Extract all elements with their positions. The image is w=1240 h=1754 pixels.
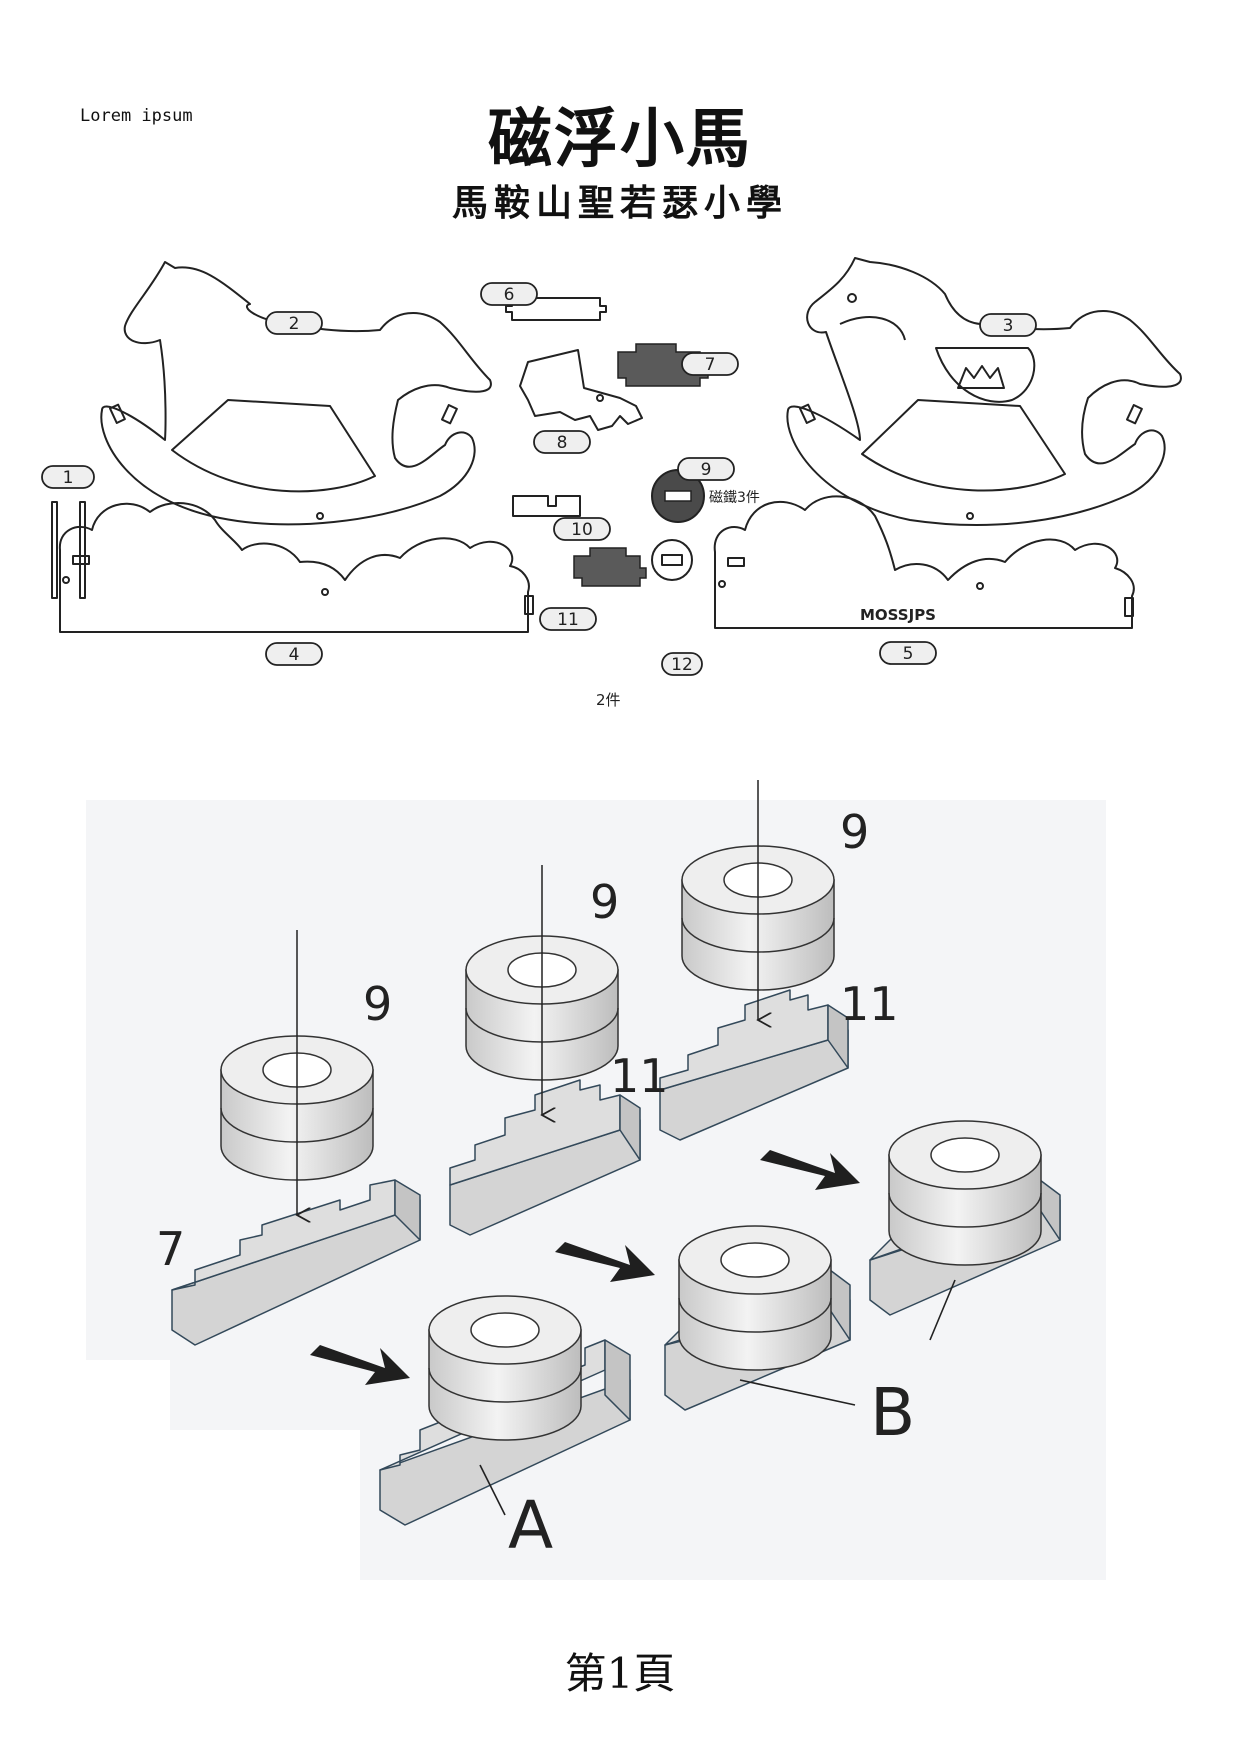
part-label-5: 5 — [903, 644, 914, 664]
part-4-cloud-base — [58, 501, 530, 633]
part-6-rail — [505, 297, 607, 321]
part-3-saddle — [935, 347, 1036, 403]
corner-text: Lorem ipsum — [80, 106, 193, 126]
block-11-top — [659, 989, 849, 1141]
part-label-11: 11 — [557, 610, 579, 630]
page-number: 第1頁 — [564, 1649, 676, 1698]
part-5-cloud-base — [713, 495, 1135, 629]
label-nine-c: 9 — [840, 805, 869, 859]
part-label-10: 10 — [571, 520, 593, 540]
label-result-a: A — [508, 1487, 553, 1564]
page-title: 磁浮小馬 — [488, 103, 752, 177]
part-2-rocker-cutout — [171, 399, 376, 493]
brand-mark: MOSSJPS — [860, 606, 936, 624]
progress-arrows — [310, 1150, 860, 1385]
part-label-1: 1 — [63, 468, 74, 488]
block-7 — [171, 1179, 421, 1346]
label-nine-b: 9 — [590, 875, 619, 929]
label-result-b: B — [870, 1374, 915, 1451]
part-3-horse-outline — [786, 257, 1182, 526]
part-3-rocker-cutout — [861, 399, 1066, 492]
label-seven: 7 — [156, 1222, 185, 1276]
part-8-leg-piece — [519, 349, 643, 431]
label-eleven-a: 11 — [610, 1049, 669, 1103]
part-label-12: 12 — [671, 655, 693, 675]
part-2-horse-outline — [100, 261, 492, 526]
school-name: 馬鞍山聖若瑟小學 — [451, 182, 788, 224]
label-eleven-b: 11 — [840, 977, 899, 1031]
part-12-ring — [651, 539, 693, 581]
part-label-9: 9 — [701, 460, 712, 480]
part-label-3: 3 — [1003, 316, 1014, 336]
part-10-notched-strip — [512, 495, 581, 517]
label-nine-a: 9 — [363, 977, 392, 1031]
parts-sheet: 1 2 3 4 5 6 7 8 9 10 11 12 磁鐵3件 2件 MOSSJ… — [41, 257, 1182, 709]
part-label-6: 6 — [504, 285, 515, 305]
part-label-2: 2 — [289, 314, 300, 334]
part-11-dark-block — [573, 547, 647, 587]
part-1-sticks — [51, 501, 86, 599]
part-label-4: 4 — [289, 645, 300, 665]
part-label-7: 7 — [705, 355, 716, 375]
block-11-mid — [449, 1079, 641, 1236]
assembly-diagram: 9 9 9 11 11 7 A B — [86, 780, 1106, 1580]
magnet-note: 磁鐵3件 — [709, 489, 760, 506]
count-note: 2件 — [596, 691, 621, 709]
part-label-8: 8 — [557, 433, 568, 453]
